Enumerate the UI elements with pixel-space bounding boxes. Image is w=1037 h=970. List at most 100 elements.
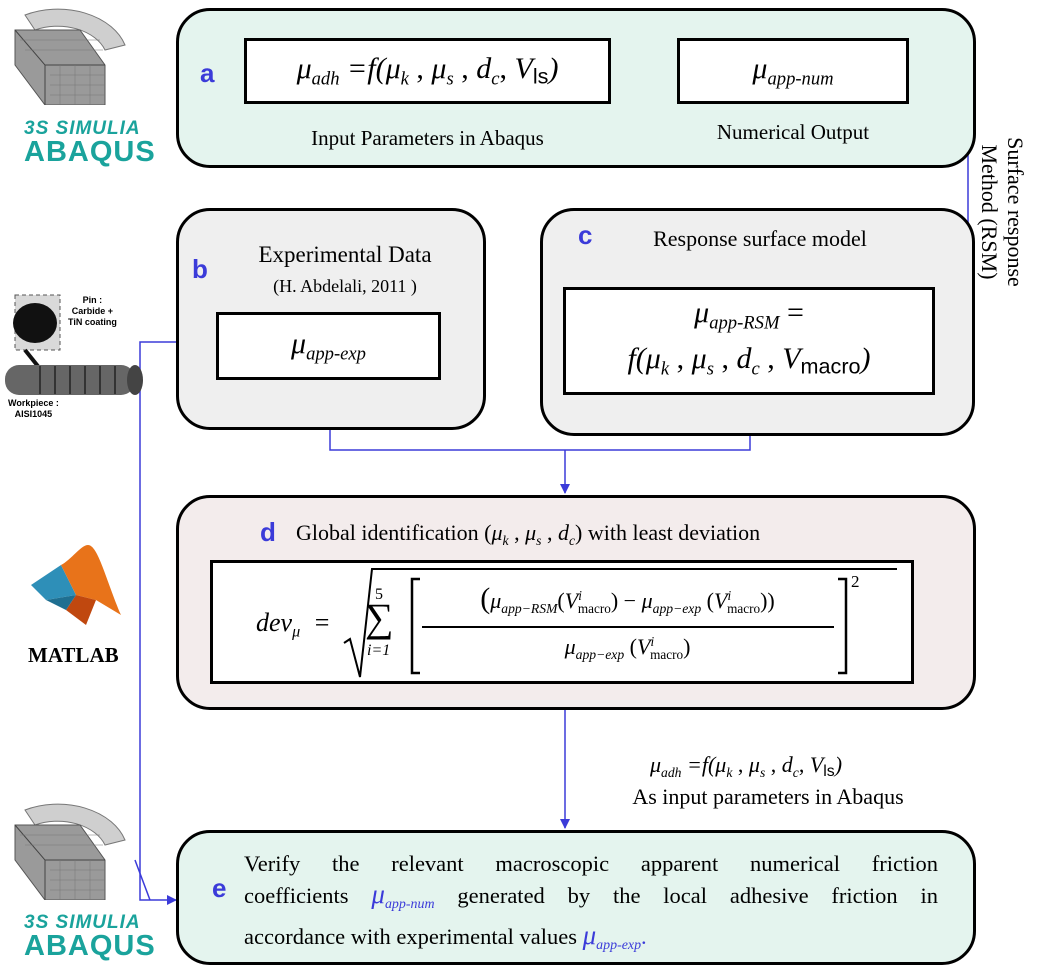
macro-subscript: macro — [800, 353, 861, 379]
e-line1-text: Verify the relevant macroscopic apparent… — [244, 851, 938, 876]
e-line1: Verify the relevant macroscopic apparent… — [244, 848, 938, 879]
e-line3: accordance with experimental values μapp… — [244, 920, 938, 961]
simulia-logo-bottom: 3S SIMULIA — [24, 912, 141, 934]
rsm-side-label: Surface response Method (RSM) — [976, 102, 1028, 322]
d: d — [781, 752, 793, 777]
fraction-bar — [422, 626, 834, 628]
minus: − — [623, 588, 637, 613]
V-3: V — [637, 634, 651, 659]
c1: , — [732, 752, 749, 777]
mu-sub: app-num — [384, 896, 435, 912]
matlab-label: MATLAB — [28, 643, 119, 667]
dev-text: dev — [256, 608, 293, 637]
matlab-icon — [31, 545, 121, 625]
paren-1-close: ) — [610, 588, 619, 613]
V-1: V — [564, 588, 579, 613]
abaqus-logo-bottom: ABAQUS — [24, 930, 156, 962]
paren-1: ( — [557, 588, 565, 613]
V: V — [809, 752, 824, 777]
simulia-logo-top: 3S SIMULIA — [24, 118, 141, 140]
mu-s: μ — [748, 752, 760, 777]
comma-3: , — [499, 51, 515, 85]
formula-numerator: (μapp−RSM(Vimacro) − μapp−exp (Vimacro)) — [420, 582, 835, 617]
adh-sub: adh — [661, 764, 682, 780]
s-sub: s — [536, 532, 542, 548]
c-subscript: c — [491, 68, 500, 90]
power-2: 2 — [851, 572, 860, 591]
panel-c-letter: c — [578, 220, 593, 250]
simulia-text: SIMULIA — [55, 118, 141, 139]
panel-d-letter: d — [260, 517, 276, 547]
d-symbol: d — [736, 342, 752, 375]
abaqus-logo-top: ABAQUS — [24, 136, 156, 168]
mu-subscript: adh — [311, 68, 340, 90]
mu-symbol: μ — [296, 51, 312, 85]
between-caption: As input parameters in Abaqus — [632, 784, 904, 809]
paren-2: ( — [701, 588, 714, 613]
abaqus-mesh-image-bottom — [14, 803, 126, 900]
experimental-value-box: μapp-exp — [216, 312, 441, 380]
macro-2: macro — [727, 600, 761, 616]
comma-1: , — [669, 342, 692, 375]
sum-lower: i=1 — [367, 642, 391, 659]
mu-exp: μ — [641, 588, 653, 613]
ds-mark: 3S — [24, 912, 50, 933]
panel-a-letter: a — [200, 58, 215, 88]
equals-f: =f( — [339, 51, 386, 85]
s-subscript: s — [706, 358, 714, 380]
sum-sign: ∑ — [365, 595, 394, 640]
sqrt-symbol — [343, 568, 897, 678]
panel-b-letter: b — [192, 254, 208, 284]
c3: , — [798, 752, 810, 777]
close: ) — [834, 752, 843, 777]
close-paren: ) — [548, 51, 559, 85]
pin-material: Carbide + — [71, 306, 114, 316]
tribometer-image — [5, 294, 143, 395]
V-2: V — [714, 588, 728, 613]
mu-k-symbol: μ — [645, 342, 661, 375]
formula-denominator: μapp−exp (Vimacro) — [420, 634, 835, 663]
pin-label: Pin : Carbide + TiN coating — [68, 295, 117, 328]
mu: μ — [371, 879, 385, 909]
exp-sub: app−exp — [652, 600, 702, 616]
panel-b-citation: (H. Abdelali, 2011 ) — [273, 276, 417, 296]
mu-s-symbol: μ — [691, 342, 707, 375]
e-line2: coefficients μapp-num generated by the l… — [244, 879, 938, 920]
input-caption: Input Parameters in Abaqus — [311, 126, 544, 150]
panel-b-title: Experimental Data — [258, 242, 432, 267]
mu-k-symbol: μ — [385, 51, 401, 85]
arrow-abaqus-to-e — [134, 859, 151, 901]
close-paren: ) — [860, 342, 871, 375]
sup-i-1: i — [578, 588, 582, 604]
ls-subscript: ls — [532, 63, 549, 89]
period: . — [641, 923, 647, 949]
e-line2-mu: μapp-num — [371, 879, 434, 912]
sep-1: , — [508, 520, 526, 545]
e-line3-pre: accordance with experimental values — [244, 923, 577, 949]
mu-subscript: app-RSM — [709, 312, 780, 333]
sum-upper: 5 — [375, 586, 383, 603]
sup-i-3: i — [650, 634, 655, 650]
s-subscript: s — [446, 68, 454, 90]
numerical-output-box: μapp-num — [677, 38, 909, 104]
paren-3-close: ) — [683, 634, 691, 659]
panel-e — [176, 830, 976, 965]
mu-symbol: μ — [291, 326, 307, 360]
panel-e-text: Verify the relevant macroscopic apparent… — [244, 848, 938, 961]
workpiece-title: Workpiece : — [8, 398, 59, 408]
rsm-side-label-line2: Method (RSM) — [977, 144, 1002, 280]
e-line3-mu: μapp-exp. — [583, 920, 647, 953]
rsm-sub: app−RSM — [501, 600, 558, 616]
k-subscript: k — [660, 358, 670, 380]
exp-sub-den: app−exp — [575, 646, 625, 662]
c: c — [792, 764, 799, 780]
mu-s-symbol: μ — [431, 51, 447, 85]
V-symbol: V — [514, 51, 533, 85]
e-line2-pre: coefficients — [244, 883, 349, 908]
mu-k: μ — [715, 752, 727, 777]
k-sub: k — [502, 532, 509, 548]
rsm-side-label-line1: Surface response — [1003, 137, 1028, 287]
simulia-text: SIMULIA — [55, 912, 141, 933]
V-symbol: V — [782, 342, 801, 375]
abaqus-mesh-image-top — [14, 8, 126, 105]
